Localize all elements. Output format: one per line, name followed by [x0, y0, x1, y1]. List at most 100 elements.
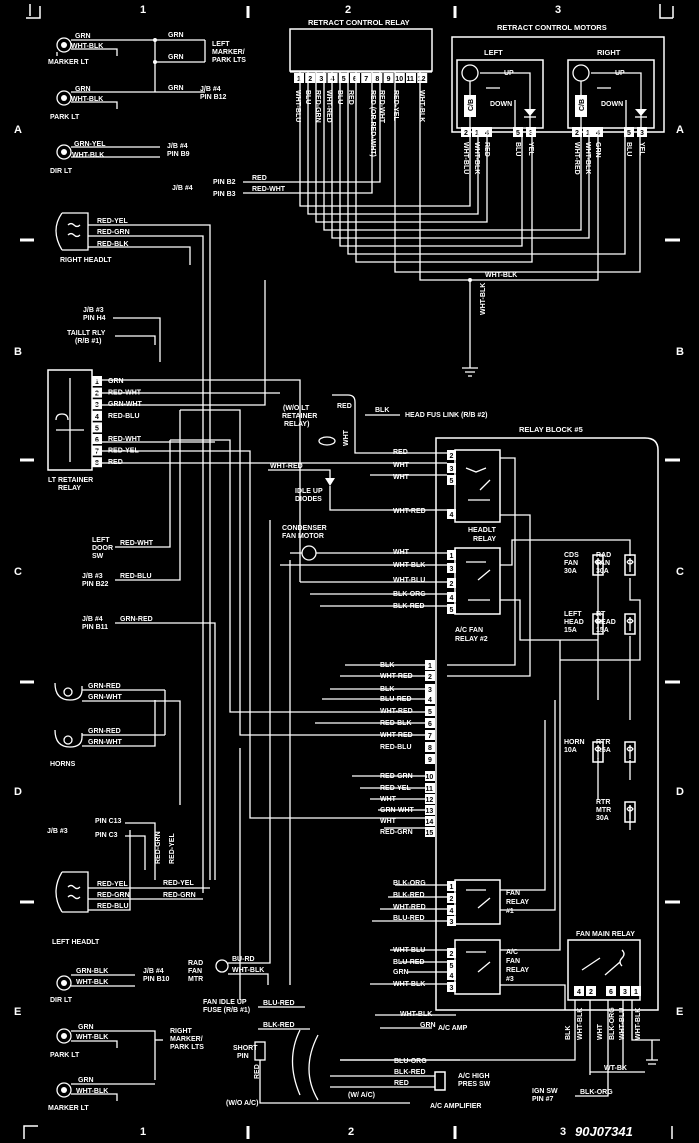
svg-text:DOWN: DOWN	[490, 101, 512, 108]
relay-pin	[316, 73, 327, 83]
relay-wire-label: RED-GRN	[314, 90, 321, 123]
fuse-label: 30A	[596, 568, 609, 575]
retainer-pin-label: 5	[95, 425, 99, 432]
svg-text:HEAD FUS LINK (R/B #2): HEAD FUS LINK (R/B #2)	[405, 412, 487, 419]
fan-main-pin-label: 2	[589, 989, 593, 996]
relay-block-pin	[425, 783, 435, 793]
svg-text:A/C AMP: A/C AMP	[438, 1025, 468, 1032]
sub-relay-wire-label: WHT-BLU	[393, 577, 425, 584]
left-marker-park-lts-label-1: LEFT	[212, 41, 230, 48]
svg-text:RELAY): RELAY)	[284, 421, 309, 428]
svg-text:WHT-BLK: WHT-BLK	[72, 152, 104, 159]
svg-text:RELAY: RELAY	[58, 485, 81, 492]
sub-relay-wire-label: WHT-RED	[393, 904, 426, 911]
sub-relay-pin-label: 4	[450, 973, 454, 980]
relay-block-pin	[425, 718, 435, 728]
grid-col-1-bottom: 1	[140, 1126, 146, 1138]
relay-wire-label: RED	[347, 90, 354, 105]
relay-pin-label: 1	[297, 76, 301, 83]
svg-text:WHT-BLK: WHT-BLK	[232, 967, 264, 974]
fan-main-pin-label: 3	[623, 989, 627, 996]
relay-block-pin	[425, 805, 435, 815]
sub-relay-pin	[447, 960, 456, 970]
svg-text:RIGHT HEADLT: RIGHT HEADLT	[60, 257, 112, 264]
sub-relay-pin-label: 2	[450, 896, 454, 903]
fuse-label: RAD	[596, 552, 611, 559]
motor-wire-label: BLU	[625, 142, 632, 156]
motor-pin	[526, 127, 536, 137]
motor-pin	[583, 127, 593, 137]
relay-block-pin-label: 6	[428, 721, 432, 728]
left-marker-lt: MARKER LT GRN WHT-BLK GRN GRN LEFT MARKE…	[48, 32, 246, 90]
svg-text:TAILLT RLY: TAILLT RLY	[67, 330, 106, 337]
sub-relay-pin-label: 4	[450, 908, 454, 915]
relay-wire-label: WHT-RED	[325, 90, 332, 123]
left-marker-park-lts-label-2: MARKER/	[212, 49, 245, 56]
motor-wire-label: YEL	[638, 142, 645, 156]
relay-block-wire-label: RED-GRN	[380, 829, 413, 836]
relay-pin-label: 2	[308, 76, 312, 83]
svg-text:(W/O LT: (W/O LT	[283, 405, 310, 412]
idle-up-diodes: WHT-RED IDLE UP DIODES	[268, 463, 335, 503]
fan-main-wire-label: WHT-BLK	[635, 1008, 642, 1040]
fan-main-wire-label: BLK-ORG	[609, 1007, 616, 1040]
svg-text:IGN SW: IGN SW	[532, 1088, 558, 1095]
svg-text:PARK LT: PARK LT	[50, 114, 80, 121]
relay-block-pin-label: 15	[426, 830, 434, 837]
svg-text:C/B: C/B	[579, 99, 586, 111]
svg-text:RED: RED	[252, 175, 267, 182]
grid-row-c-right: C	[676, 566, 684, 578]
svg-text:RAD: RAD	[188, 960, 203, 967]
relay-pin	[294, 73, 304, 83]
motor-wire-label: WHT-RED	[573, 142, 580, 175]
relay-block-pin	[425, 706, 435, 716]
relay-block-wire-label: RED-BLU	[380, 744, 412, 751]
svg-text:RELAY: RELAY	[473, 536, 496, 543]
relay-wire-label: WHT-BLU	[294, 90, 301, 122]
marker-lt-bulb-icon	[56, 37, 72, 53]
motor-wire-label: BLU	[514, 142, 521, 156]
right-headlt: RIGHT HEADLT RED-YEL RED-GRN RED-BLK	[55, 212, 211, 893]
horn-2-icon	[54, 729, 83, 748]
motor-wire-label: WHT-BLU	[462, 142, 469, 174]
svg-text:GRN-WHT: GRN-WHT	[88, 739, 123, 746]
svg-text:GRN: GRN	[168, 85, 184, 92]
sub-relay-pin	[447, 450, 456, 460]
motor-pin-label: 5	[627, 130, 631, 137]
fuse-label: 30A	[564, 568, 577, 575]
sub-relay-pin-label: 1	[450, 553, 454, 560]
svg-text:FAN IDLE UP: FAN IDLE UP	[203, 999, 247, 1006]
svg-text:J/B #4: J/B #4	[143, 968, 164, 975]
left-headlt: LEFT HEADLT RED-YEL RED-GRN RED-BLU RED-…	[52, 830, 210, 946]
sub-relay-pin	[447, 563, 456, 573]
fan-main-pin	[606, 986, 616, 996]
motor-wire-label: YEL	[527, 142, 534, 156]
sub-relay-pin	[447, 905, 456, 915]
svg-text:GRN: GRN	[75, 86, 91, 93]
left-headlt-lamp-icon	[55, 871, 89, 913]
svg-text:FAN: FAN	[506, 958, 520, 965]
svg-text:DOOR: DOOR	[92, 545, 113, 552]
grid-row-a-right: A	[676, 124, 684, 136]
sub-relay-pin-label: 5	[450, 607, 454, 614]
sub-relay-pin	[447, 948, 456, 958]
svg-text:BLU-RED: BLU-RED	[263, 1000, 295, 1007]
fuse-label: RTR	[596, 799, 610, 806]
retainer-pin	[92, 422, 102, 433]
svg-text:GRN-RED: GRN-RED	[88, 683, 121, 690]
sub-relay-pin-label: 4	[450, 512, 454, 519]
svg-text:RED-YEL: RED-YEL	[163, 880, 194, 887]
sub-relay-pin	[447, 970, 456, 980]
fuse-label: RT	[596, 611, 606, 618]
retainer-pin-label: 6	[95, 437, 99, 444]
lt-retainer-relay: J/B #3 PIN H4 TAILLT RLY (R/B #1) LT RET…	[47, 307, 161, 492]
svg-text:PIN B2: PIN B2	[213, 179, 236, 186]
svg-text:GRN: GRN	[75, 33, 91, 40]
svg-text:BLK-RED: BLK-RED	[263, 1022, 295, 1029]
motor-pin	[513, 127, 523, 137]
right-park-lt: GRN WHT-BLK PARK LT RIGHT MARKER/ PARK L…	[50, 1024, 204, 1080]
svg-text:J/B #4: J/B #4	[167, 143, 188, 150]
